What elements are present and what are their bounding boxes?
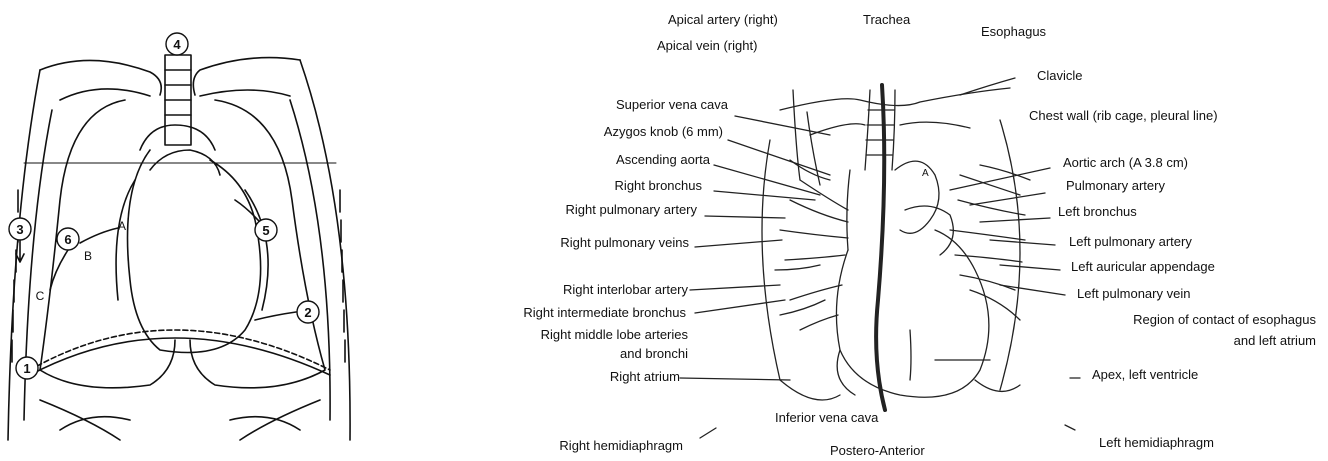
label-clavicle: Clavicle xyxy=(1037,68,1083,83)
label-right-interlobar-artery: Right interlobar artery xyxy=(563,282,688,297)
left-lung-outline xyxy=(190,100,325,388)
figure-caption: Postero-Anterior xyxy=(830,443,925,458)
circle-number-4: 4 xyxy=(173,37,181,52)
label-superior-vena-cava: Superior vena cava xyxy=(616,97,728,112)
pa-chest-svg: A xyxy=(360,0,1328,461)
label-azygos-knob: Azygos knob (6 mm) xyxy=(604,124,723,139)
label-left-hemidiaphragm: Left hemidiaphragm xyxy=(1099,435,1214,450)
diaphragm-line xyxy=(30,330,330,370)
label-region-contact-2: and left atrium xyxy=(1234,333,1316,348)
letter-label-c: C xyxy=(36,289,45,303)
label-esophagus: Esophagus xyxy=(981,24,1046,39)
label-apex-left-ventricle: Apex, left ventricle xyxy=(1092,367,1198,382)
label-aortic-arch: Aortic arch (A 3.8 cm) xyxy=(1063,155,1188,170)
left-schematic-figure: 4 3 6 5 2 1 A B C xyxy=(0,0,360,461)
label-right-middle-lobe-1: Right middle lobe arteries xyxy=(541,327,688,342)
right-labeled-figure: A Apical artery (right) Trachea Esophagu… xyxy=(360,0,1328,461)
letter-label-b: B xyxy=(84,249,92,263)
label-right-pulmonary-artery: Right pulmonary artery xyxy=(566,202,698,217)
label-chest-wall: Chest wall (rib cage, pleural line) xyxy=(1029,108,1218,123)
label-right-intermediate-bronchus: Right intermediate bronchus xyxy=(523,305,686,320)
label-left-auricular-appendage: Left auricular appendage xyxy=(1071,259,1215,274)
label-right-middle-lobe-2: and bronchi xyxy=(620,346,688,361)
label-apical-artery: Apical artery (right) xyxy=(668,12,778,27)
label-left-pulmonary-artery: Left pulmonary artery xyxy=(1069,234,1192,249)
inner-letter-a: A xyxy=(922,168,929,179)
circle-number-2: 2 xyxy=(304,305,311,320)
label-right-bronchus: Right bronchus xyxy=(615,178,702,193)
circle-number-1: 1 xyxy=(23,361,30,376)
spine-line xyxy=(876,85,885,410)
circle-number-6: 6 xyxy=(64,232,71,247)
heart-outline xyxy=(128,150,261,353)
label-left-bronchus: Left bronchus xyxy=(1058,204,1137,219)
circle-number-5: 5 xyxy=(262,223,269,238)
label-apical-vein: Apical vein (right) xyxy=(657,38,757,53)
label-region-contact-1: Region of contact of esophagus xyxy=(1133,312,1316,327)
label-left-pulmonary-vein: Left pulmonary vein xyxy=(1077,286,1190,301)
circle-number-3: 3 xyxy=(16,222,23,237)
schematic-chest-svg: 4 3 6 5 2 1 A B C xyxy=(0,0,360,461)
letter-label-a: A xyxy=(118,219,126,233)
label-ascending-aorta: Ascending aorta xyxy=(616,152,710,167)
label-right-pulmonary-veins: Right pulmonary veins xyxy=(560,235,689,250)
label-right-atrium: Right atrium xyxy=(610,369,680,384)
label-right-hemidiaphragm: Right hemidiaphragm xyxy=(559,438,683,453)
heart-silhouette xyxy=(836,230,988,397)
label-pulmonary-artery: Pulmonary artery xyxy=(1066,178,1165,193)
label-inferior-vena-cava: Inferior vena cava xyxy=(775,410,878,425)
label-trachea: Trachea xyxy=(863,12,910,27)
